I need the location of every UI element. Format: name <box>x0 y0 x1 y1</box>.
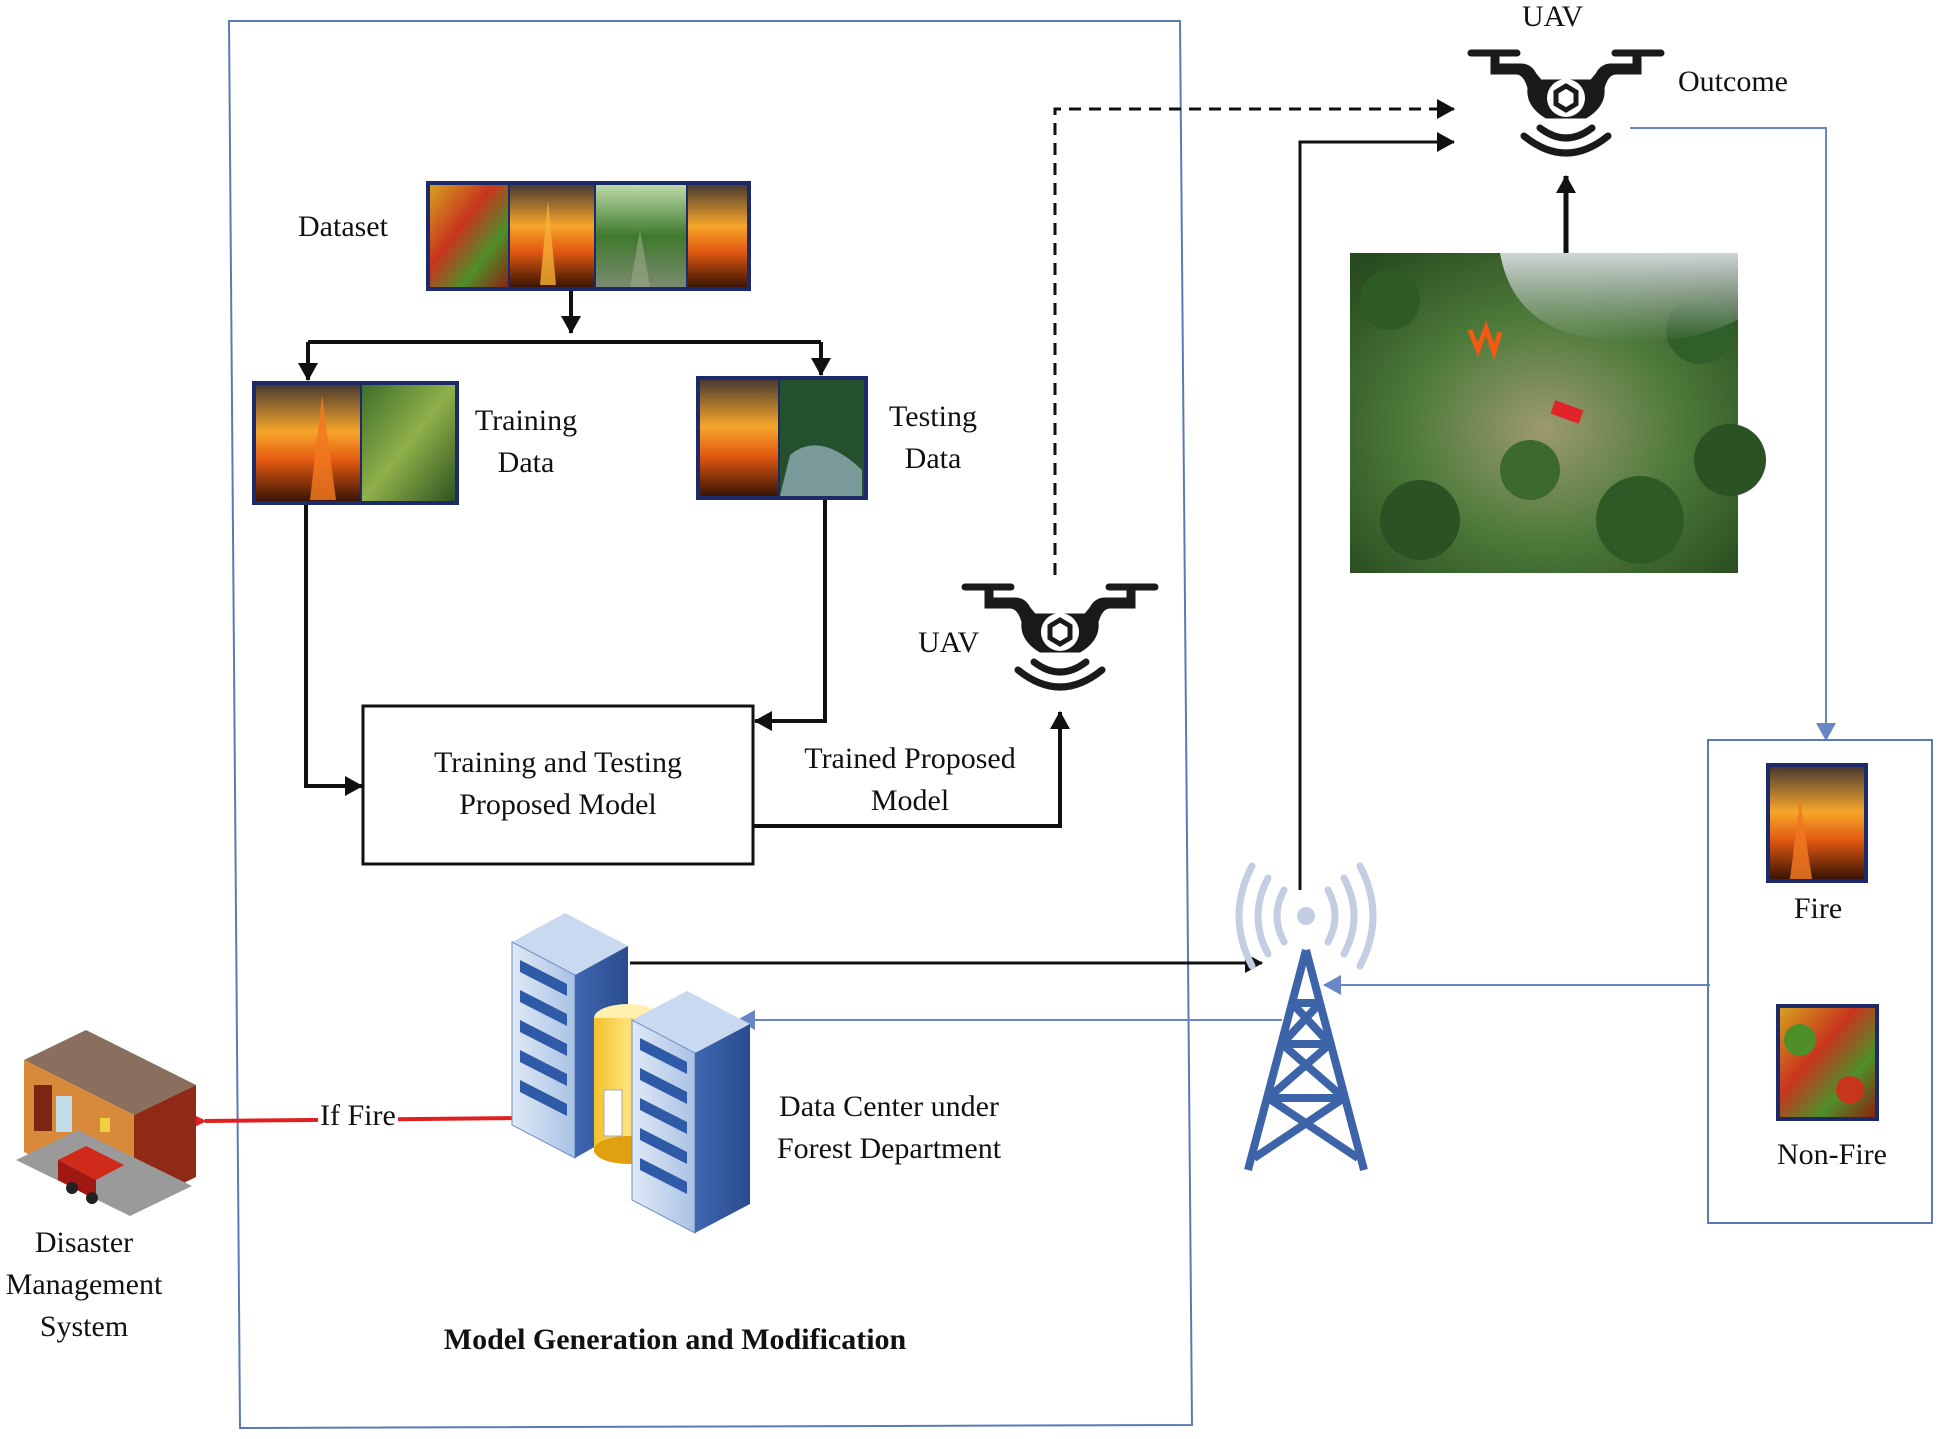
data-center-label: Data Center under Forest Department <box>764 1086 1014 1170</box>
drone-icon <box>961 583 1159 691</box>
non-fire-image <box>1776 1004 1879 1121</box>
model-box-label: Training and Testing Proposed Model <box>363 742 753 826</box>
server-icon <box>511 913 750 1234</box>
data-center-line-2: Forest Department <box>776 1132 1002 1165</box>
fire-image <box>1766 763 1868 883</box>
section-title: Model Generation and Modification <box>443 1323 907 1356</box>
fire-station-icon <box>16 1030 196 1216</box>
dataset-image-strip <box>426 181 751 291</box>
non-fire-label: Non-Fire <box>1777 1138 1887 1171</box>
testing-data-line-2: Data <box>904 442 962 475</box>
fire-label: Fire <box>1793 892 1843 925</box>
disaster-management-label: Disaster Management System <box>0 1222 168 1348</box>
model-box <box>361 704 755 866</box>
outcome-label: Outcome <box>1678 65 1788 98</box>
trained-model-line-2: Model <box>870 784 950 817</box>
model-box-line-1: Training and Testing <box>434 746 682 779</box>
uav-local-label: UAV <box>918 626 980 659</box>
tower-icon <box>1235 862 1377 1172</box>
trained-model-line-1: Trained Proposed <box>804 742 1016 775</box>
uav-field-label: UAV <box>1522 0 1584 33</box>
flow-arrows <box>298 291 1070 828</box>
testing-data-line-1: Testing <box>889 400 977 433</box>
data-center-line-1: Data Center under <box>779 1090 999 1123</box>
outcome-box <box>1707 739 1933 1224</box>
disaster-line-1: Disaster <box>34 1226 134 1259</box>
tower-to-uav-arrow <box>1298 132 1455 890</box>
aerial-fire-image <box>1350 253 1766 573</box>
training-data-line-2: Data <box>497 446 555 479</box>
model-box-line-2: Proposed Model <box>459 788 657 821</box>
testing-data-label: Testing Data <box>878 396 988 480</box>
dataset-label: Dataset <box>298 210 388 243</box>
training-data-images <box>252 381 459 505</box>
dashed-upload-arrow <box>1053 99 1455 575</box>
if-fire-label: If Fire <box>318 1095 398 1137</box>
training-data-label: Training Data <box>466 400 586 484</box>
testing-data-images <box>696 376 868 500</box>
disaster-line-3: System <box>39 1310 129 1343</box>
disaster-line-2: Management <box>5 1268 163 1301</box>
blue-arrows <box>737 127 1836 1030</box>
model-generation-frame <box>227 20 1194 1430</box>
training-data-line-1: Training <box>474 404 578 437</box>
drone-icon <box>1467 49 1665 157</box>
trained-model-label: Trained Proposed Model <box>790 738 1030 822</box>
